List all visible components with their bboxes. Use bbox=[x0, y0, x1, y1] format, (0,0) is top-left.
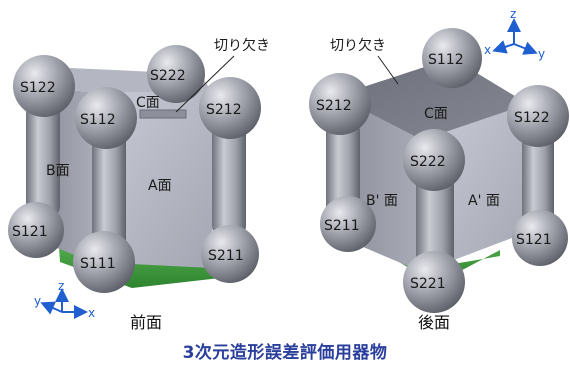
front-sphere-s211 bbox=[201, 225, 259, 283]
front-sphere-s122 bbox=[13, 55, 75, 117]
back-label-s222: S222 bbox=[410, 154, 446, 170]
front-sphere-s212 bbox=[199, 77, 261, 139]
back-sphere-s221 bbox=[403, 251, 465, 313]
front-face-label-c: C面 bbox=[136, 95, 160, 111]
front-label-s122: S122 bbox=[20, 80, 56, 96]
front-sphere-s121 bbox=[8, 202, 64, 258]
back-axis-y: y bbox=[538, 47, 545, 61]
front-axis-z: z bbox=[58, 279, 64, 293]
front-label-s222: S222 bbox=[150, 68, 186, 84]
front-pillar-s212 bbox=[212, 120, 246, 240]
back-sphere-s212 bbox=[309, 73, 371, 135]
front-cut-label: 切り欠き bbox=[214, 38, 270, 54]
front-cut-leader bbox=[175, 55, 235, 113]
back-axes: z x y bbox=[484, 7, 545, 61]
back-sphere-s211 bbox=[320, 196, 376, 252]
back-sphere-s121 bbox=[512, 210, 568, 266]
front-view: S122 S222 S112 S212 S121 S111 S211 A面 B面… bbox=[8, 38, 270, 332]
back-face-label-a: A' 面 bbox=[468, 193, 500, 209]
figure-caption: 3次元造形誤差評価用器物 bbox=[182, 343, 388, 363]
back-label-s121: S121 bbox=[516, 232, 552, 248]
back-pillar-s122 bbox=[522, 124, 554, 234]
back-sphere-s122 bbox=[507, 85, 569, 147]
back-view: S112 S212 S122 S222 S211 S121 S221 C面 B'… bbox=[309, 7, 569, 332]
back-view-caption: 後面 bbox=[418, 313, 450, 332]
back-axis-x: x bbox=[484, 43, 491, 57]
front-axis-x: x bbox=[88, 306, 95, 320]
back-axis-z: z bbox=[510, 7, 516, 21]
back-label-s212: S212 bbox=[316, 98, 352, 114]
back-sphere-s222 bbox=[403, 129, 465, 191]
back-label-s211: S211 bbox=[324, 218, 360, 234]
front-sphere-s112 bbox=[75, 87, 137, 149]
back-cut-label: 切り欠き bbox=[330, 38, 386, 54]
back-label-s122: S122 bbox=[514, 110, 550, 126]
back-face-c bbox=[336, 58, 528, 140]
front-face-label-b: B面 bbox=[46, 163, 70, 179]
front-sphere-s111 bbox=[73, 231, 135, 293]
front-pillar-s122 bbox=[26, 100, 60, 220]
front-sphere-s222 bbox=[147, 45, 205, 103]
front-label-s112: S112 bbox=[80, 112, 116, 128]
front-label-s121: S121 bbox=[12, 224, 48, 240]
back-label-s112: S112 bbox=[428, 52, 464, 68]
front-axes: z y x bbox=[34, 279, 95, 320]
front-view-caption: 前面 bbox=[130, 313, 162, 332]
back-face-label-c: C面 bbox=[424, 106, 448, 122]
back-label-s221: S221 bbox=[410, 276, 446, 292]
back-cut-leader bbox=[377, 55, 399, 85]
front-notch bbox=[139, 109, 187, 119]
front-label-s111: S111 bbox=[80, 256, 116, 272]
front-pillar-s112 bbox=[92, 128, 126, 258]
front-label-s212: S212 bbox=[206, 102, 242, 118]
front-label-s211: S211 bbox=[208, 248, 244, 264]
back-sphere-s112 bbox=[422, 28, 482, 88]
front-face-label-a: A面 bbox=[148, 178, 172, 194]
front-axis-y: y bbox=[34, 294, 41, 308]
back-face-label-b: B' 面 bbox=[366, 193, 398, 209]
